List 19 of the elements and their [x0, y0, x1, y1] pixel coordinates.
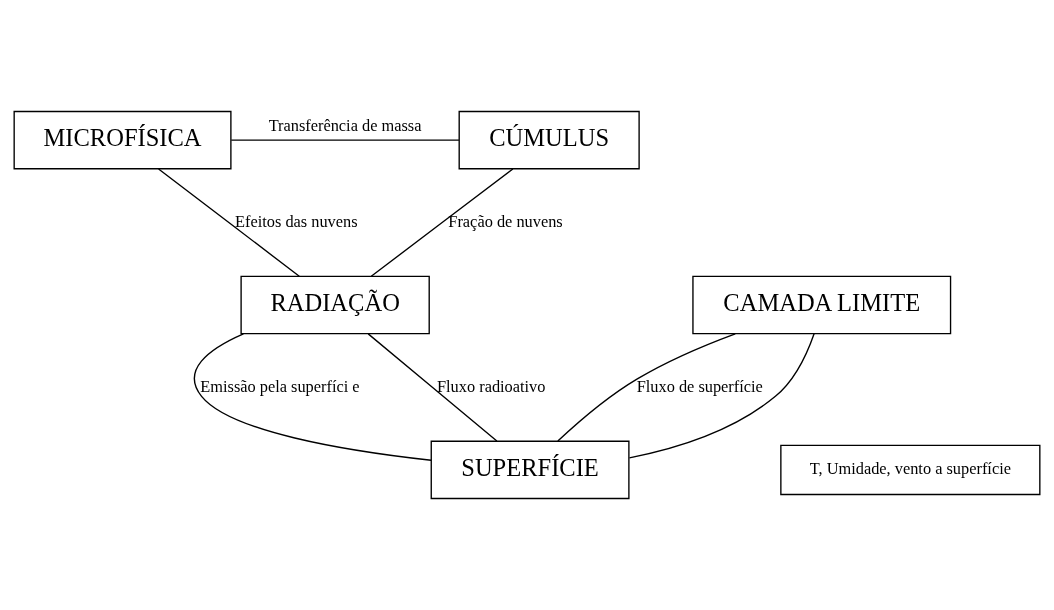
node-box: SUPERFÍCIE	[430, 440, 630, 500]
node-box: T, Umidade, vento a superfície	[780, 444, 1041, 496]
connector	[193, 333, 432, 461]
connector	[370, 168, 514, 277]
node-box: MICROFÍSICA	[13, 110, 232, 170]
edge-label: Fluxo de superfície	[636, 376, 763, 396]
node-box: CÚMULUS	[458, 110, 640, 170]
connector	[230, 139, 460, 141]
connector	[628, 333, 815, 459]
connector	[367, 333, 498, 442]
node-box: CAMADA LIMITE	[692, 275, 952, 335]
edge-label: Emissão pela superfíci e	[200, 376, 360, 396]
edge-label: Transferência de massa	[268, 116, 422, 136]
connector	[557, 333, 736, 442]
edge-label: Fração de nuvens	[448, 211, 563, 231]
connector	[157, 168, 300, 277]
node-box: RADIAÇÃO	[240, 275, 430, 335]
edge-label: Efeitos das nuvens	[235, 211, 358, 231]
edge-label: Fluxo radioativo	[436, 376, 546, 396]
